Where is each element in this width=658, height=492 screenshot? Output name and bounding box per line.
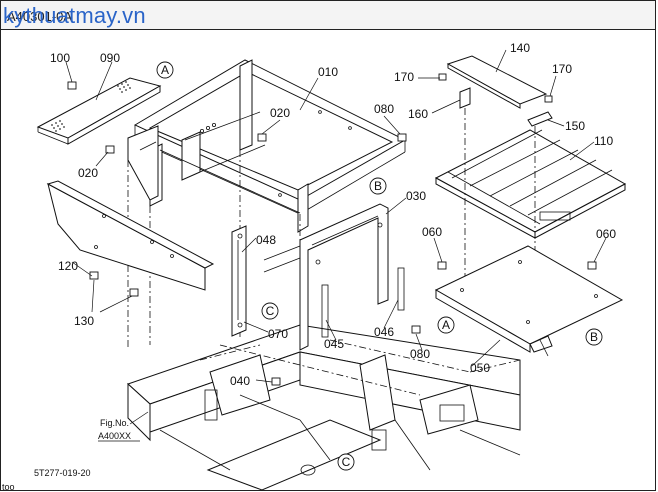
callout-100: 100 — [50, 51, 70, 65]
cover-090 — [36, 77, 162, 145]
ref-letter: A — [442, 318, 450, 332]
watermark: kythuatmay.vn — [3, 3, 146, 28]
ref-a-floor: A — [437, 316, 455, 334]
callout-110: 110 — [594, 134, 613, 148]
callout-160: 160 — [408, 107, 428, 121]
bolts — [67, 73, 597, 386]
callout-040: 040 — [230, 374, 250, 388]
post-070 — [231, 225, 247, 337]
callout-030: 030 — [406, 189, 426, 203]
main-frame-010 — [133, 59, 407, 345]
ref-b-floor: B — [585, 328, 603, 346]
callout-170-a: 170 — [394, 70, 414, 84]
post-030 — [263, 203, 405, 351]
panel-120 — [46, 180, 215, 291]
callout-060-b: 060 — [596, 227, 616, 241]
ref-letter: C — [266, 304, 275, 318]
figure-number: A400XX — [98, 431, 131, 441]
lid-140 — [446, 55, 548, 109]
callout-020-a: 020 — [270, 106, 290, 120]
chassis-frame — [127, 324, 521, 491]
callout-070: 070 — [268, 327, 288, 341]
callout-150: 150 — [565, 119, 585, 133]
callout-120: 120 — [58, 259, 78, 273]
callout-048: 048 — [256, 233, 276, 247]
leader-lines — [65, 49, 607, 425]
callout-140: 140 — [510, 41, 530, 55]
corner-mark: too — [2, 482, 15, 492]
figure-label: Fig.No. — [100, 418, 129, 428]
floor-050 — [434, 245, 624, 357]
ref-letter: A — [161, 63, 169, 77]
ref-letter: B — [374, 179, 382, 193]
ref-letter: B — [590, 330, 598, 344]
callout-170-b: 170 — [552, 62, 572, 76]
hinge-160 — [459, 87, 471, 280]
drawing-number: 5T277-019-20 — [34, 468, 91, 478]
ref-b-top: B — [369, 177, 387, 195]
ref-c-bottom: C — [337, 453, 355, 471]
ref-a-top: A — [156, 61, 174, 79]
ref-letter: C — [342, 455, 351, 469]
diagram-frame — [0, 30, 656, 491]
callout-046: 046 — [374, 325, 394, 339]
ref-c-mid: C — [261, 302, 279, 320]
callout-080-b: 080 — [410, 347, 430, 361]
title-bar: A40301-0A kythuatmay.vn — [0, 0, 656, 30]
callout-045: 045 — [324, 337, 344, 351]
floor-plate-110 — [434, 129, 627, 239]
callout-090: 090 — [100, 51, 120, 65]
callout-080-a: 080 — [374, 102, 394, 116]
callout-060-a: 060 — [422, 225, 442, 239]
callout-050: 050 — [470, 361, 490, 375]
diagram-code: A40301-0A — [7, 9, 73, 24]
callout-010: 010 — [318, 65, 338, 79]
callout-130: 130 — [74, 314, 94, 328]
callout-020-b: 020 — [78, 166, 98, 180]
